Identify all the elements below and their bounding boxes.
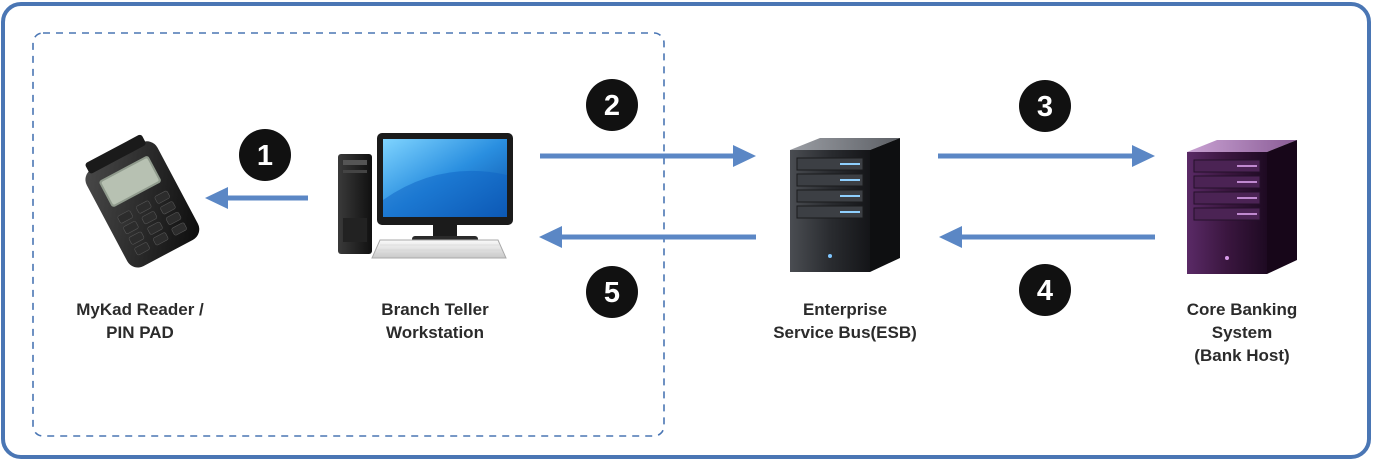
branch-boundary	[32, 32, 665, 437]
svg-text:2: 2	[604, 90, 620, 122]
svg-text:1: 1	[257, 140, 273, 172]
esb-label-line-1: Enterprise	[802, 300, 888, 319]
step-2-badge: 2	[586, 79, 638, 131]
core-label-line-3: (Bank Host)	[1194, 346, 1290, 365]
step-1-arrow	[205, 187, 308, 209]
server-purple-icon	[1187, 140, 1297, 274]
mykad-label: MyKad Reader / PIN PAD	[40, 298, 240, 344]
core-label: Core Banking System (Bank Host)	[1142, 298, 1342, 367]
step-5-badge: 5	[586, 266, 638, 318]
esb-label-line-2: Service Bus(ESB)	[773, 323, 917, 342]
teller-label: Branch Teller Workstation	[335, 298, 535, 344]
step-3-badge: 3	[1019, 80, 1071, 132]
teller-label-line-2: Workstation	[386, 323, 484, 342]
card-reader-icon	[85, 134, 200, 268]
step-3-arrow	[938, 145, 1155, 167]
core-label-line-1: Core Banking	[1186, 300, 1298, 319]
mykad-label-line-2: PIN PAD	[106, 323, 174, 342]
step-4-badge: 4	[1019, 264, 1071, 316]
step-1-badge: 1	[239, 129, 291, 181]
svg-text:5: 5	[604, 277, 620, 309]
svg-text:3: 3	[1037, 91, 1053, 123]
mykad-label-line-1: MyKad Reader /	[76, 300, 204, 319]
svg-text:4: 4	[1037, 275, 1053, 307]
teller-label-line-1: Branch Teller	[381, 300, 489, 319]
step-2-arrow	[540, 145, 756, 167]
server-dark-icon	[790, 138, 900, 272]
core-label-line-2: System	[1211, 323, 1273, 342]
step-5-arrow	[539, 226, 756, 248]
step-4-arrow	[939, 226, 1155, 248]
workstation-icon	[338, 133, 513, 259]
esb-label: Enterprise Service Bus(ESB)	[745, 298, 945, 344]
